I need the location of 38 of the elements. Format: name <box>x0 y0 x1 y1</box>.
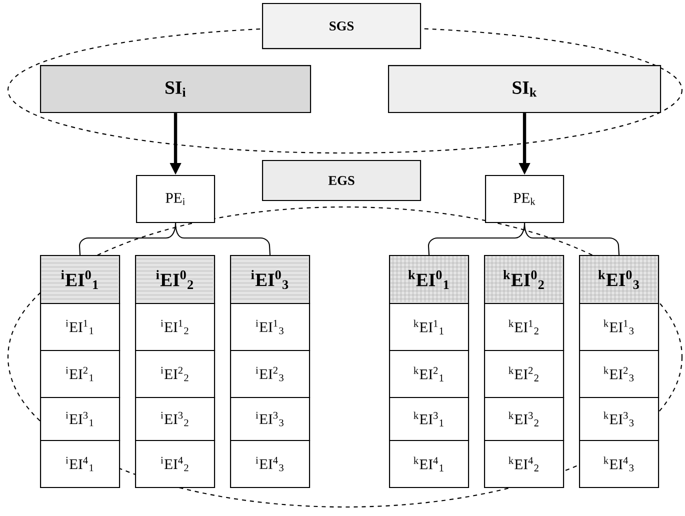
element-box: PE$_{k}$ <box>485 175 564 224</box>
process-box: SI$_{i}$ <box>40 65 312 114</box>
header-cell: $^{i}$EI$^{0}$1 <box>40 255 120 304</box>
table-cell: $^{k}$EI$^{1}$3 <box>579 303 660 352</box>
table-cell: $^{k}$EI$^{2}$3 <box>579 350 660 398</box>
element-box: PE$_{i}$ <box>136 175 216 224</box>
title-box: SGS <box>262 3 422 50</box>
table-cell: $^{i}$EI$^{2}$2 <box>135 350 216 398</box>
table-cell: $^{i}$EI$^{3}$2 <box>135 397 216 442</box>
table-cell: $^{k}$EI$^{1}$1 <box>389 303 470 352</box>
table-cell: $^{k}$EI$^{3}$3 <box>579 397 660 442</box>
table-cell: $^{i}$EI$^{1}$1 <box>40 303 120 352</box>
brace-connector <box>524 223 620 256</box>
title-box: EGS <box>262 160 422 202</box>
table-cell: $^{k}$EI$^{4}$2 <box>484 440 564 488</box>
table-cell: $^{k}$EI$^{2}$1 <box>389 350 470 398</box>
header-cell: $^{i}$EI$^{0}$3 <box>230 255 310 304</box>
header-cell: $^{i}$EI$^{0}$2 <box>135 255 216 304</box>
table-cell: $^{k}$EI$^{3}$1 <box>389 397 470 442</box>
header-cell: $^{k}$EI$^{0}$3 <box>579 255 660 304</box>
table-cell: $^{i}$EI$^{2}$1 <box>40 350 120 398</box>
table-cell: $^{i}$EI$^{1}$3 <box>230 303 310 352</box>
table-cell: $^{k}$EI$^{2}$2 <box>484 350 564 398</box>
table-cell: $^{k}$EI$^{4}$3 <box>579 440 660 488</box>
table-cell: $^{i}$EI$^{3}$3 <box>230 397 310 442</box>
table-cell: $^{i}$EI$^{4}$3 <box>230 440 310 488</box>
table-cell: $^{i}$EI$^{2}$3 <box>230 350 310 398</box>
brace-connector <box>175 223 271 256</box>
table-cell: $^{k}$EI$^{3}$2 <box>484 397 564 442</box>
table-cell: $^{i}$EI$^{4}$1 <box>40 440 120 488</box>
process-box: SI$_{k}$ <box>388 65 662 114</box>
header-cell: $^{k}$EI$^{0}$2 <box>484 255 564 304</box>
table-cell: $^{i}$EI$^{1}$2 <box>135 303 216 352</box>
table-cell: $^{k}$EI$^{1}$2 <box>484 303 564 352</box>
table-cell: $^{k}$EI$^{4}$1 <box>389 440 470 488</box>
header-cell: $^{k}$EI$^{0}$1 <box>389 255 470 304</box>
table-cell: $^{i}$EI$^{3}$1 <box>40 397 120 442</box>
table-cell: $^{i}$EI$^{4}$2 <box>135 440 216 488</box>
